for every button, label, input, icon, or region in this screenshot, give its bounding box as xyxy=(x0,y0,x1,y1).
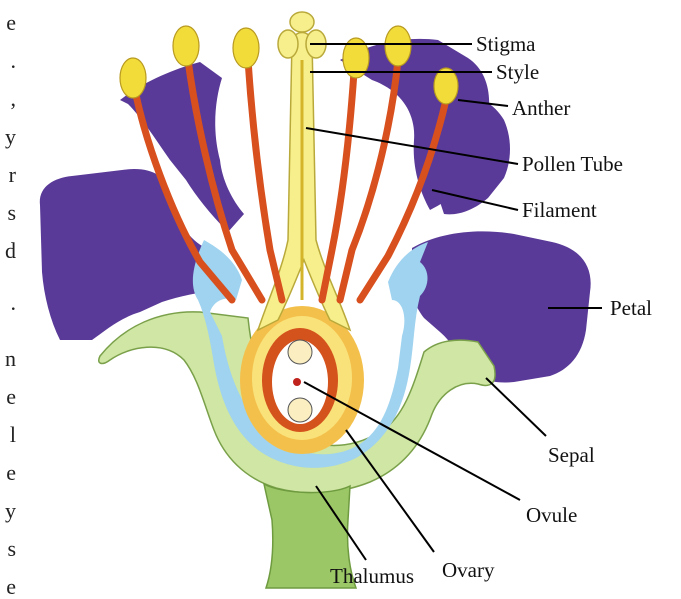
label-thalumus: Thalumus xyxy=(330,566,414,587)
label-petal: Petal xyxy=(610,298,652,319)
label-filament: Filament xyxy=(522,200,597,221)
anther xyxy=(385,26,411,66)
label-style: Style xyxy=(496,62,539,83)
ovule-bottom xyxy=(288,398,312,422)
anther xyxy=(233,28,259,68)
label-ovule: Ovule xyxy=(526,505,577,526)
anther xyxy=(120,58,146,98)
label-pollen-tube: Pollen Tube xyxy=(522,154,623,175)
stigma-lobe xyxy=(278,30,298,58)
style-column xyxy=(258,33,350,331)
label-stigma: Stigma xyxy=(476,34,536,55)
anther xyxy=(434,68,458,104)
leader-sepal xyxy=(486,378,546,436)
egg-cell-dot xyxy=(293,378,301,386)
label-anther: Anther xyxy=(512,98,570,119)
stigma-lobe xyxy=(290,12,314,32)
label-sepal: Sepal xyxy=(548,445,595,466)
filament xyxy=(248,60,282,300)
label-ovary: Ovary xyxy=(442,560,494,581)
anther xyxy=(173,26,199,66)
ovule-top xyxy=(288,340,312,364)
